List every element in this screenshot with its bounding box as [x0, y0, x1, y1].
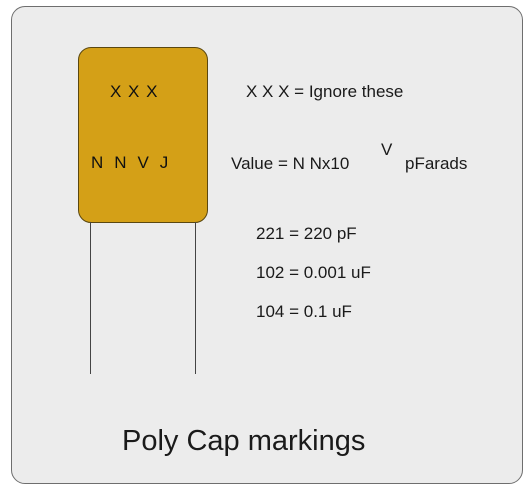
ignore-legend-line: X X X = Ignore these	[246, 82, 404, 101]
capacitor-body	[78, 47, 208, 223]
value-formula-prefix: Value = N Nx10	[231, 154, 350, 173]
capacitor-lead-right	[195, 222, 196, 374]
value-formula-suffix: pFarads	[405, 154, 468, 173]
diagram-title: Poly Cap markings	[122, 425, 366, 457]
value-formula-exponent: V	[381, 140, 393, 159]
capacitor-lead-left	[90, 222, 91, 374]
example-line: 221 = 220 pF	[256, 224, 357, 243]
capacitor-top-marking: X X X	[110, 82, 159, 101]
example-line: 102 = 0.001 uF	[256, 263, 371, 282]
example-line: 104 = 0.1 uF	[256, 302, 352, 321]
capacitor-bottom-marking: N N V J	[91, 153, 169, 172]
